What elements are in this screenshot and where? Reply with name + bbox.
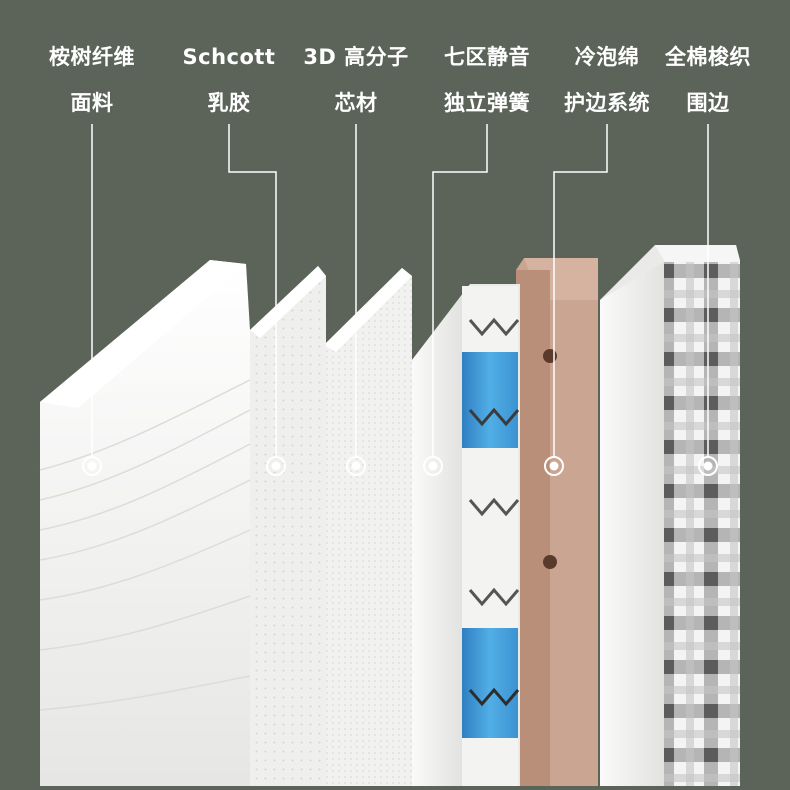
springs-layer xyxy=(412,284,520,786)
label-eucalyptus-line1: 桉树纤维 xyxy=(22,34,162,80)
cotton-border-layer xyxy=(600,245,740,786)
core3d-layer xyxy=(324,268,412,786)
label-core3d-line1: 3D 高分子 xyxy=(286,34,426,80)
label-eucalyptus: 桉树纤维 面料 xyxy=(22,34,162,126)
label-springs: 七区静音 独立弹簧 xyxy=(417,34,557,126)
label-springs-line2: 独立弹簧 xyxy=(417,80,557,126)
label-cotton-line1: 全棉梭织 xyxy=(638,34,778,80)
eucalyptus-fabric-layer xyxy=(40,260,250,786)
label-core3d-line2: 芯材 xyxy=(286,80,426,126)
label-latex: Schcott 乳胶 xyxy=(159,34,299,126)
label-latex-line2: 乳胶 xyxy=(159,80,299,126)
label-core3d: 3D 高分子 芯材 xyxy=(286,34,426,126)
label-eucalyptus-line2: 面料 xyxy=(22,80,162,126)
label-cotton-line2: 围边 xyxy=(638,80,778,126)
label-springs-line1: 七区静音 xyxy=(417,34,557,80)
label-latex-line1: Schcott xyxy=(159,34,299,80)
foam-edge-layer xyxy=(516,258,598,786)
label-cotton: 全棉梭织 围边 xyxy=(638,34,778,126)
latex-layer xyxy=(250,266,326,786)
